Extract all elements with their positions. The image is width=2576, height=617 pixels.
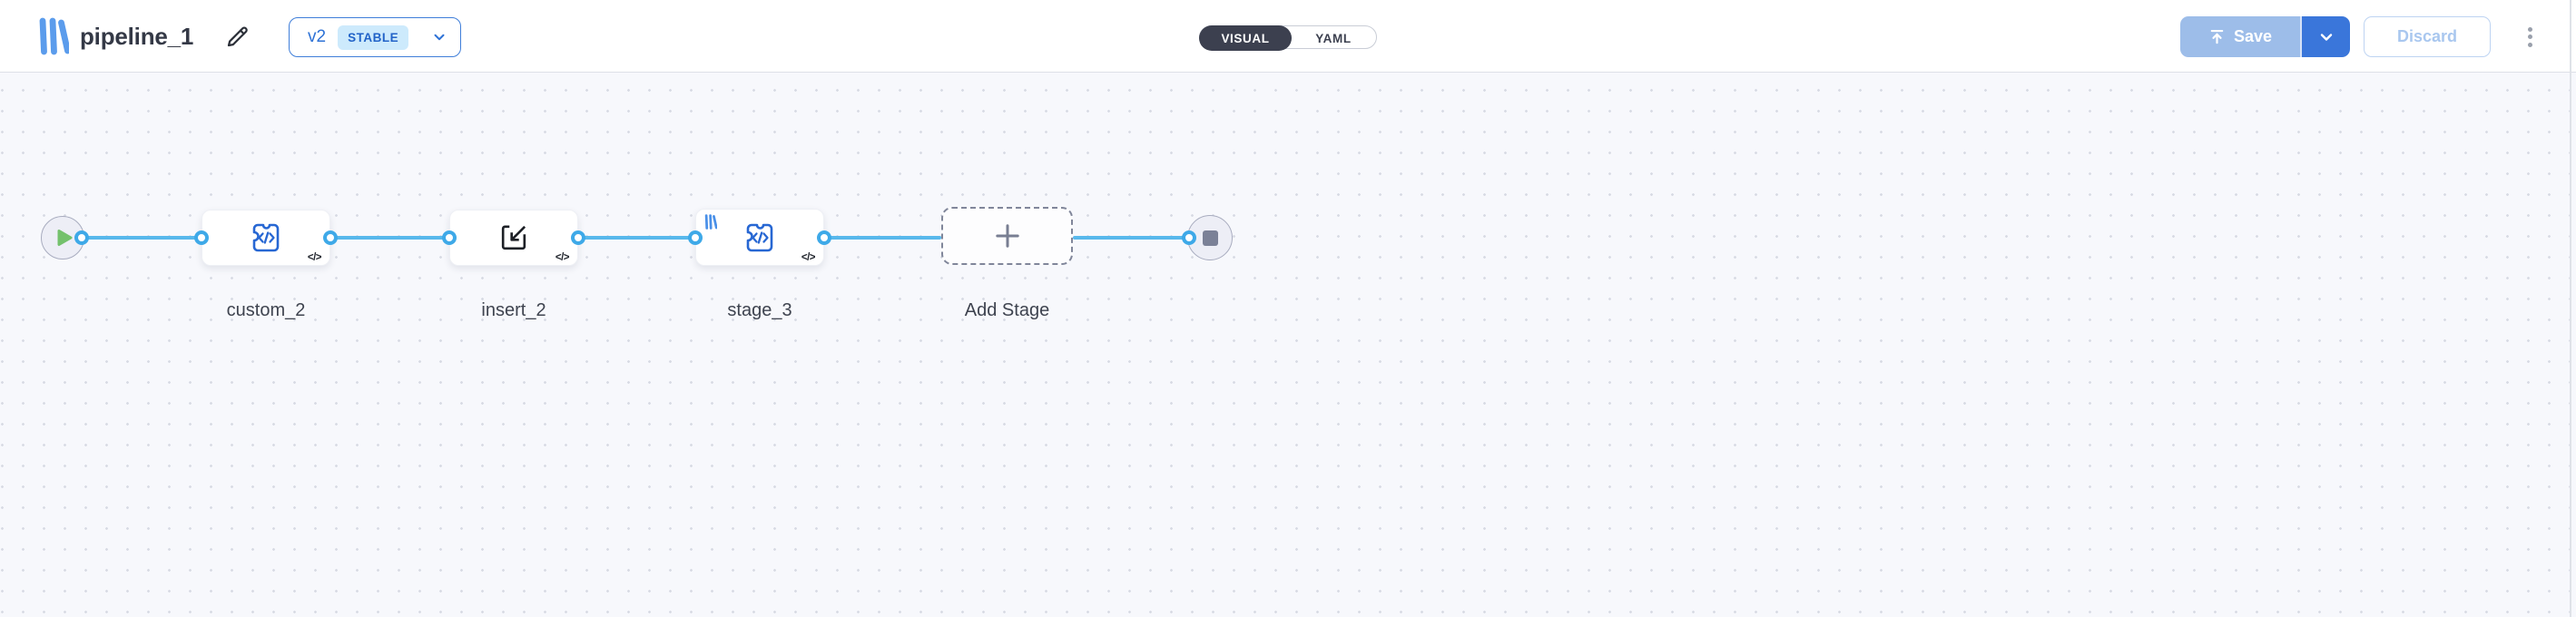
port-insert-out[interactable] [571, 230, 585, 245]
view-mode-toggle: VISUAL YAML [1199, 25, 1377, 51]
node-label-add-stage: Add Stage [964, 300, 1050, 320]
port-start-out[interactable] [74, 230, 89, 245]
edge-start-to-custom [82, 236, 202, 240]
chevron-down-icon [431, 29, 447, 45]
insert-import-icon [501, 225, 526, 250]
node-label-custom_2: custom_2 [226, 300, 306, 320]
kebab-dot [2527, 42, 2532, 47]
puzzle-code-icon [252, 223, 280, 252]
code-badge: </> [801, 252, 816, 263]
node-custom_2[interactable]: </> [202, 210, 330, 266]
version-status-badge: STABLE [338, 24, 409, 50]
play-icon [57, 230, 73, 246]
port-custom-in[interactable] [194, 230, 209, 245]
node-insert_2[interactable]: </> [449, 210, 578, 266]
discard-button-label: Discard [2396, 27, 2458, 45]
code-badge: </> [555, 252, 570, 263]
port-end-in[interactable] [1182, 230, 1196, 245]
port-stage3-in[interactable] [688, 230, 703, 245]
port-stage3-out[interactable] [817, 230, 831, 245]
page-title: pipeline_1 [80, 23, 194, 50]
kebab-dot [2527, 26, 2532, 32]
app-logo-icon [39, 17, 69, 55]
panel-edge-divider [2570, 0, 2571, 617]
plus-icon [995, 224, 1019, 248]
edit-title-button[interactable] [220, 18, 256, 54]
library-icon [704, 214, 717, 230]
add-stage-button[interactable] [941, 207, 1073, 265]
discard-button[interactable]: Discard [2364, 16, 2491, 57]
edge-stage3-to-addstage [824, 236, 941, 240]
chevron-down-icon [2320, 33, 2332, 41]
stop-icon [1202, 230, 1218, 246]
node-label-stage_3: stage_3 [727, 300, 792, 320]
upload-icon [2210, 29, 2224, 44]
puzzle-code-icon [746, 223, 773, 251]
tab-visual[interactable]: VISUAL [1199, 25, 1292, 51]
port-custom-out[interactable] [323, 230, 338, 245]
version-selector[interactable]: v2 STABLE [289, 17, 461, 57]
save-button[interactable]: Save [2180, 16, 2300, 57]
edge-addstage-to-end [1073, 236, 1189, 240]
edge-custom-to-insert [330, 236, 449, 240]
kebab-dot [2527, 34, 2532, 39]
tab-yaml[interactable]: YAML [1315, 31, 1352, 45]
edge-insert-to-stage3 [578, 236, 695, 240]
more-options-button[interactable] [2514, 16, 2545, 57]
node-label-insert_2: insert_2 [481, 300, 546, 320]
version-label: v2 [308, 27, 327, 46]
pipeline-canvas[interactable]: </> </> </> [0, 73, 2576, 617]
code-badge: </> [307, 252, 322, 263]
node-stage_3[interactable]: </> [695, 209, 824, 266]
save-button-label: Save [2233, 27, 2273, 45]
port-insert-in[interactable] [442, 230, 457, 245]
save-options-dropdown-button[interactable] [2300, 16, 2350, 57]
pencil-icon [227, 26, 248, 47]
header-toolbar: pipeline_1 v2 STABLE VISUAL YAML [0, 0, 2576, 73]
